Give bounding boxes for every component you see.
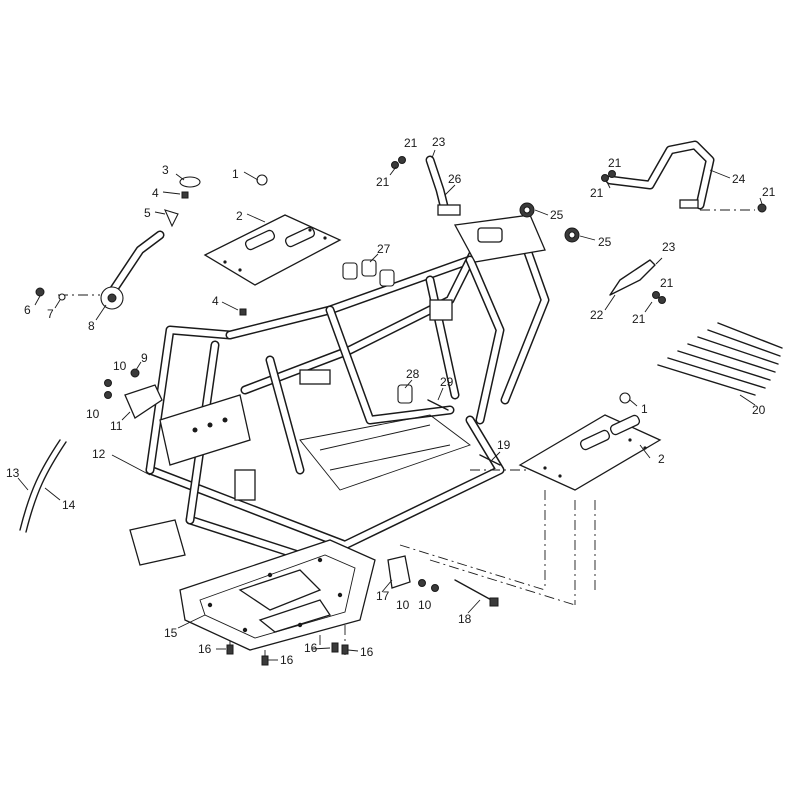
callout-numbers: 1 1 2 2 3 4 4 5 6 7 8 9 10 10 10 10 11 1… — [6, 135, 776, 667]
callout-c6: 6 — [24, 303, 31, 317]
callout-c10c: 10 — [396, 598, 410, 612]
callout-c4a: 4 — [152, 186, 159, 200]
callout-c4b: 4 — [212, 294, 219, 308]
callout-c24: 24 — [732, 172, 746, 186]
bracket-22 — [609, 259, 656, 296]
callout-c1b: 1 — [641, 402, 648, 416]
footrest-plate-left — [203, 214, 342, 286]
callout-c25a: 25 — [550, 208, 564, 222]
callout-c21g: 21 — [632, 312, 646, 326]
main-frame — [129, 214, 550, 580]
callout-c7: 7 — [47, 307, 54, 321]
callout-c15: 15 — [164, 626, 178, 640]
bracket-26 — [425, 155, 461, 216]
callout-c2a: 2 — [236, 209, 243, 223]
callout-c8: 8 — [88, 319, 95, 333]
callout-c2b: 2 — [658, 452, 665, 466]
callout-c22: 22 — [590, 308, 604, 322]
rear-grab-bar — [605, 140, 715, 210]
small-parts — [35, 156, 767, 666]
callout-c9: 9 — [141, 351, 148, 365]
callout-c21b: 21 — [376, 175, 390, 189]
callout-c21e: 21 — [762, 185, 776, 199]
callout-c16d: 16 — [360, 645, 374, 659]
callout-c20: 20 — [752, 403, 766, 417]
callout-c1a: 1 — [232, 167, 239, 181]
callout-c18: 18 — [458, 612, 472, 626]
callout-c16b: 16 — [280, 653, 294, 667]
callout-c23b: 23 — [662, 240, 676, 254]
leader-lines — [17, 149, 763, 661]
callout-c10d: 10 — [418, 598, 432, 612]
footrest-plate-right — [518, 414, 662, 491]
callout-c26: 26 — [448, 172, 462, 186]
callout-c21f: 21 — [660, 276, 674, 290]
callout-c16c: 16 — [304, 641, 318, 655]
callout-c21c: 21 — [608, 156, 622, 170]
callout-c16a: 16 — [198, 642, 212, 656]
cable — [19, 439, 67, 533]
callout-c27: 27 — [377, 242, 391, 256]
callout-c3: 3 — [162, 163, 169, 177]
brake-pedal — [100, 230, 165, 310]
callout-c14: 14 — [62, 498, 76, 512]
callout-c28: 28 — [406, 367, 420, 381]
callout-c25b: 25 — [598, 235, 612, 249]
callout-c21d: 21 — [590, 186, 604, 200]
skid-plate — [179, 539, 376, 651]
callout-c13: 13 — [6, 466, 20, 480]
callout-c17: 17 — [376, 589, 390, 603]
callout-c21a: 21 — [404, 136, 418, 150]
callout-c5: 5 — [144, 206, 151, 220]
callout-c19: 19 — [497, 438, 511, 452]
callout-c12: 12 — [92, 447, 106, 461]
straps — [657, 322, 783, 396]
callout-c10a: 10 — [113, 359, 127, 373]
callout-c10b: 10 — [86, 407, 100, 421]
callout-c29: 29 — [440, 375, 454, 389]
callout-c11: 11 — [110, 419, 123, 433]
callout-c23a: 23 — [432, 135, 446, 149]
